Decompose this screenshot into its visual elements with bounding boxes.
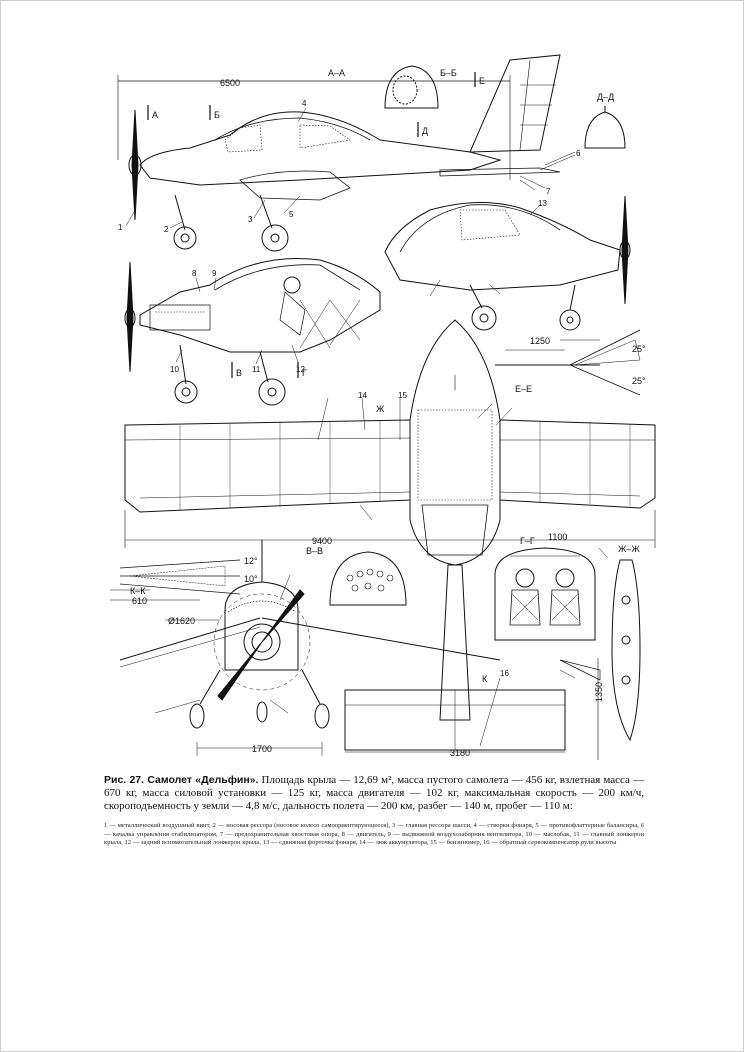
caption-title: Рис. 27. Самолет «Дельфин». — [104, 774, 259, 786]
label-a: А — [152, 110, 158, 120]
callout-15: 15 — [398, 391, 407, 400]
section-markers-top — [147, 72, 476, 137]
label-aa: А–А — [328, 68, 345, 78]
label-e: Е — [479, 76, 485, 86]
label-gg: Г–Г — [520, 536, 535, 546]
interior-view — [124, 257, 381, 406]
label-bb: Б–Б — [440, 68, 457, 78]
label-vv: В–В — [306, 546, 323, 556]
callout-5: 5 — [289, 210, 294, 219]
section-gg — [494, 547, 596, 641]
section-dd — [584, 106, 626, 149]
dim-angle-25-top: 25° — [632, 344, 646, 354]
callout-9: 9 — [212, 269, 217, 278]
label-v: В — [236, 368, 242, 378]
label-kk: К–К — [130, 586, 146, 596]
figure-legend: 1 — металлический воздушный винт, 2 — но… — [104, 822, 644, 847]
figure-caption: Рис. 27. Самолет «Дельфин». Площадь крыл… — [104, 774, 644, 813]
label-zhzh: Ж–Ж — [618, 544, 640, 554]
dim-height: 1350 — [594, 682, 604, 702]
section-zhzh — [559, 559, 641, 760]
dim-prop-diameter: Ø1620 — [168, 616, 195, 626]
dim-overall-length: 6500 — [220, 78, 240, 88]
callout-2: 2 — [164, 225, 169, 234]
section-label-texts: А–А Б–Б Д–Д В–В Г–Г Е–Е Ж–Ж К–К А Б Д Е … — [130, 68, 640, 684]
callout-14: 14 — [358, 391, 367, 400]
section-vv — [329, 551, 407, 606]
tail-detail — [495, 329, 641, 396]
label-zh: Ж — [376, 404, 385, 414]
dim-angle-10: 10° — [244, 574, 258, 584]
callout-13: 13 — [538, 199, 547, 208]
callout-1: 1 — [118, 223, 123, 232]
side-view-right — [384, 195, 631, 331]
label-ee: Е–Е — [515, 384, 532, 394]
callout-11: 11 — [252, 365, 261, 374]
callout-numbers: 1 2 3 4 5 6 7 8 9 10 11 12 13 14 15 16 — [118, 99, 581, 678]
dim-angle-25-bottom: 25° — [632, 376, 646, 386]
label-g: Г — [302, 368, 307, 378]
span-dimension — [124, 510, 656, 548]
plan-view — [124, 319, 656, 751]
label-k: К — [482, 674, 488, 684]
section-bb — [384, 65, 439, 109]
label-b: Б — [214, 110, 220, 120]
dim-kk-width: 610 — [132, 596, 147, 606]
callout-12: 12 — [296, 365, 305, 374]
dim-tail-offset: 1250 — [530, 336, 550, 346]
label-dd: Д–Д — [597, 92, 614, 102]
dim-angle-12: 12° — [244, 556, 258, 566]
front-view — [119, 540, 501, 749]
leader-lines — [125, 107, 609, 747]
dim-span: 9400 — [312, 536, 332, 546]
caption-text: Площадь крыла — 12,69 м², масса пустого … — [104, 774, 644, 812]
dim-cockpit-width: 1100 — [548, 532, 567, 542]
label-d: Д — [422, 126, 428, 136]
section-kk — [110, 559, 241, 601]
dimension-texts: 6500 9400 Ø1620 1700 3180 1250 1100 1350… — [132, 78, 646, 758]
dimension-lines — [110, 339, 600, 756]
side-view — [117, 54, 576, 252]
dim-track: 1700 — [252, 744, 272, 754]
callout-3: 3 — [248, 215, 253, 224]
callout-8: 8 — [192, 269, 197, 278]
callout-16: 16 — [500, 669, 509, 678]
callout-10: 10 — [170, 365, 179, 374]
callout-4: 4 — [302, 99, 307, 108]
callout-6: 6 — [576, 149, 581, 158]
callout-7: 7 — [546, 187, 551, 196]
dim-stab-span: 3180 — [450, 748, 470, 758]
